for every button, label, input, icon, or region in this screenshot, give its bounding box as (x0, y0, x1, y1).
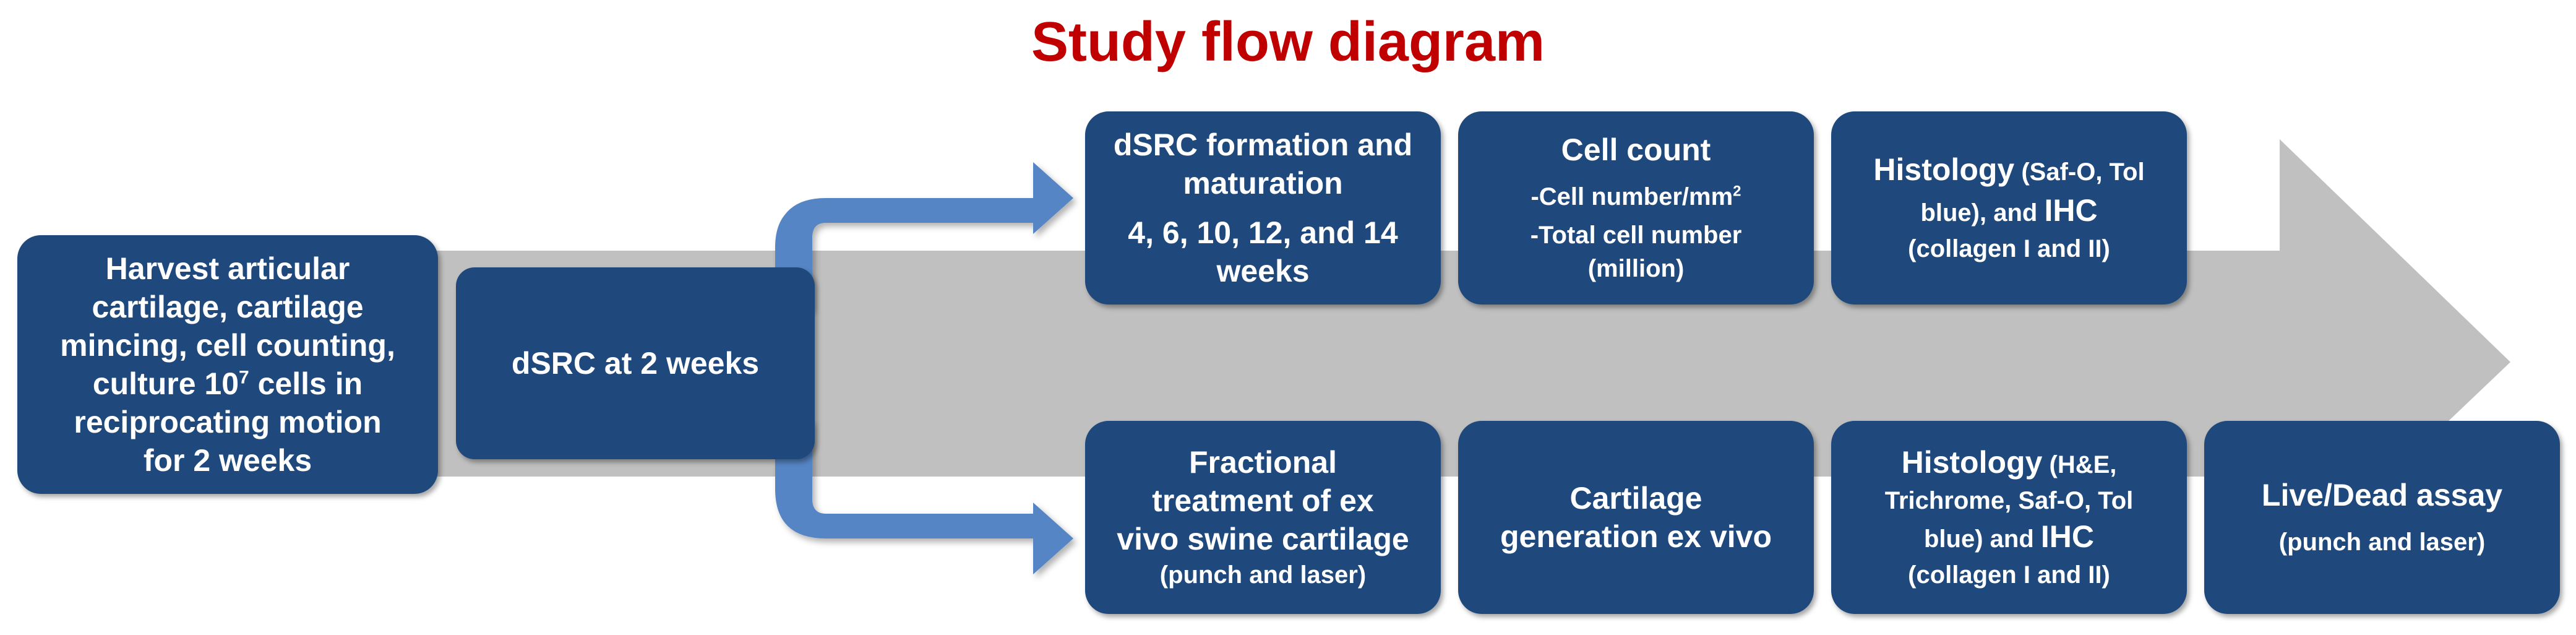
histology-top-line-1: Histology (Saf-O, Tol (1873, 150, 2144, 191)
cell-count-detail-1: -Cell number/mm2 (1531, 180, 1741, 214)
cell-count-detail-2: -Total cell number (1530, 222, 1742, 249)
histology-bottom-he: (H&E, (2042, 451, 2117, 478)
dsrc-2-weeks-box: dSRC at 2 weeks (456, 267, 815, 459)
fractional-line-4: (punch and laser) (1159, 561, 1367, 589)
histology-bottom-line-3: blue) and IHC (1924, 517, 2094, 558)
formation-detail-1: 4, 6, 10, 12, and 14 (1128, 215, 1398, 250)
cell-count-box: Cell count -Cell number/mm2 -Total cell … (1458, 111, 1814, 305)
histology-bottom-line-4: (collagen I and II) (1908, 561, 2110, 589)
histology-top-line-3: (collagen I and II) (1908, 235, 2110, 262)
harvest-line-6: for 2 weeks (143, 443, 312, 478)
generation-line-1: Cartilage (1569, 481, 1702, 516)
harvest-line-4: culture 107 cells in (93, 365, 363, 403)
fractional-line-3: vivo swine cartilage (1117, 522, 1409, 556)
harvest-exponent: 7 (239, 367, 249, 388)
harvest-culture-text: culture 10 (92, 366, 239, 401)
histology-top-box: Histology (Saf-O, Tol blue), and IHC (co… (1831, 111, 2187, 305)
live-dead-detail: (punch and laser) (2278, 529, 2486, 556)
histology-top-title: Histology (1873, 152, 2015, 187)
histology-top-stains: (Saf-O, Tol (2014, 158, 2145, 186)
cartilage-generation-box: Cartilage generation ex vivo (1458, 421, 1814, 614)
branch-arrow-bottom (775, 421, 1073, 574)
generation-line-2: generation ex vivo (1500, 519, 1772, 554)
dsrc-2-weeks-label: dSRC at 2 weeks (511, 346, 760, 381)
harvest-line-1: Harvest articular (105, 251, 350, 286)
dsrc-formation-box: dSRC formation and maturation 4, 6, 10, … (1085, 111, 1441, 305)
fractional-line-1: Fractional (1189, 445, 1337, 480)
histology-top-blue: blue), and (1920, 199, 2045, 227)
formation-title-2: maturation (1183, 166, 1343, 201)
harvest-box: Harvest articular cartilage, cartilage m… (17, 235, 438, 494)
branch-arrow-top (775, 162, 1073, 309)
histology-top-ihc: IHC (2044, 193, 2098, 228)
live-dead-box: Live/Dead assay (punch and laser) (2204, 421, 2560, 614)
histology-bottom-title: Histology (1901, 445, 2043, 480)
live-dead-title: Live/Dead assay (2261, 478, 2503, 512)
histology-bottom-blue: blue) and (1924, 525, 2041, 553)
page-title: Study flow diagram (1031, 11, 1545, 73)
histology-bottom-line-1: Histology (H&E, (1902, 443, 2117, 484)
fractional-line-2: treatment of ex (1152, 483, 1374, 518)
histology-bottom-box: Histology (H&E, Trichrome, Saf-O, Tol bl… (1831, 421, 2187, 614)
fractional-treatment-box: Fractional treatment of ex vivo swine ca… (1085, 421, 1441, 614)
harvest-line-3: mincing, cell counting, (60, 328, 395, 363)
harvest-cells-text: cells in (249, 366, 363, 401)
cell-number-sup: 2 (1733, 183, 1741, 200)
formation-title-1: dSRC formation and (1113, 127, 1413, 162)
formation-detail-2: weeks (1216, 254, 1310, 288)
histology-bottom-ihc: IHC (2040, 519, 2094, 554)
cell-count-title: Cell count (1561, 132, 1711, 167)
histology-top-line-2: blue), and IHC (1920, 191, 2097, 232)
cell-number-text: -Cell number/mm (1531, 183, 1733, 210)
cell-count-detail-3: (million) (1587, 255, 1685, 282)
harvest-line-2: cartilage, cartilage (92, 290, 364, 324)
harvest-line-5: reciprocating motion (74, 405, 382, 439)
histology-bottom-line-2: Trichrome, Saf-O, Tol (1884, 487, 2134, 514)
